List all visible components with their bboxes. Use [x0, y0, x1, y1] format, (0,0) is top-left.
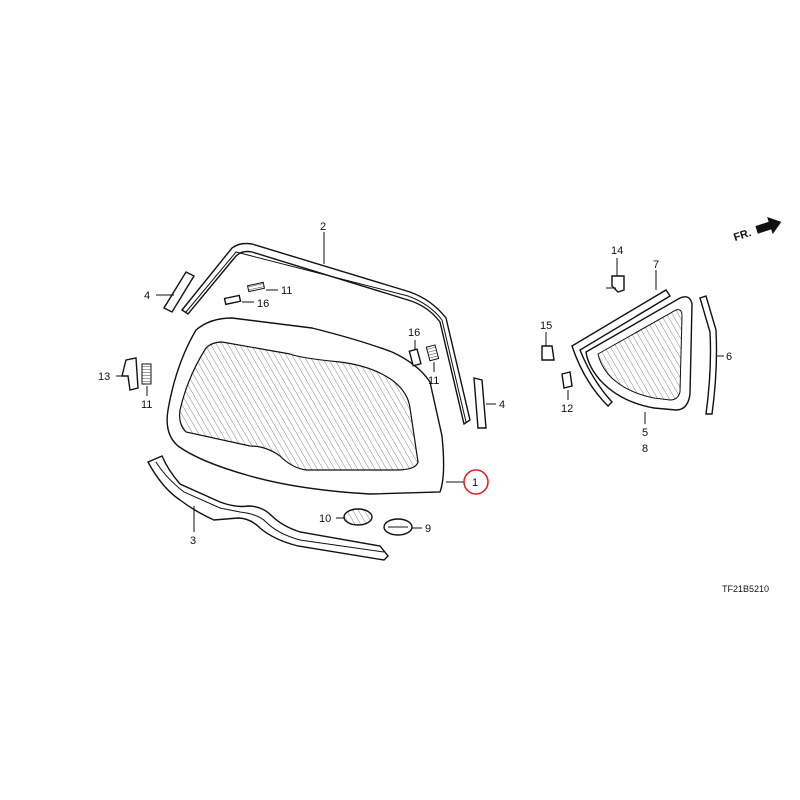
clip-14[interactable]: [606, 275, 625, 293]
callout-11-upper: 11: [281, 285, 292, 297]
diagram-code: TF21B5210: [722, 584, 769, 594]
callout-6: 6: [726, 351, 732, 363]
quarter-seal-upper[interactable]: [571, 289, 671, 407]
callout-12: 12: [561, 403, 573, 415]
callout-11-left: 11: [141, 399, 152, 411]
side-strip-left[interactable]: [163, 271, 195, 313]
quarter-seal-side[interactable]: [699, 295, 718, 415]
callout-10: 10: [319, 513, 331, 525]
emblem-9[interactable]: [383, 518, 413, 536]
clip-12[interactable]: [561, 371, 573, 389]
callout-13: 13: [98, 371, 110, 383]
arrow-right-icon: [755, 217, 782, 235]
bracket-13[interactable]: [121, 357, 139, 391]
side-strip-right[interactable]: [473, 377, 487, 429]
callout-3: 3: [190, 535, 196, 547]
callout-9: 9: [425, 523, 431, 535]
callout-16-right: 16: [408, 327, 420, 339]
leader-lines: [116, 232, 724, 532]
callout-8: 8: [642, 443, 648, 455]
highlight-ring: [463, 469, 489, 495]
callout-2: 2: [320, 221, 326, 233]
rear-windshield[interactable]: [166, 317, 445, 495]
callout-7: 7: [653, 259, 659, 271]
clip-15[interactable]: [541, 345, 555, 361]
callout-4-left: 4: [144, 290, 150, 302]
callout-15: 15: [540, 320, 552, 332]
front-direction-indicator: FR.: [732, 217, 782, 244]
upper-molding[interactable]: [180, 242, 471, 426]
quarter-glass[interactable]: [585, 296, 693, 411]
front-label: FR.: [732, 227, 753, 244]
callout-1: 1: [472, 477, 478, 489]
callout-11-right: 11: [428, 375, 439, 387]
fastener-11-upper[interactable]: [246, 281, 266, 293]
clip-16-upper[interactable]: [223, 294, 242, 306]
fastener-11-right[interactable]: [425, 344, 440, 362]
callout-16-upper: 16: [257, 298, 269, 310]
fastener-11-left[interactable]: [141, 363, 152, 385]
emblem-10[interactable]: [343, 508, 373, 526]
callout-5: 5: [642, 427, 648, 439]
callout-4-right: 4: [499, 399, 505, 411]
callout-14: 14: [611, 245, 623, 257]
clip-16-right[interactable]: [408, 348, 422, 367]
